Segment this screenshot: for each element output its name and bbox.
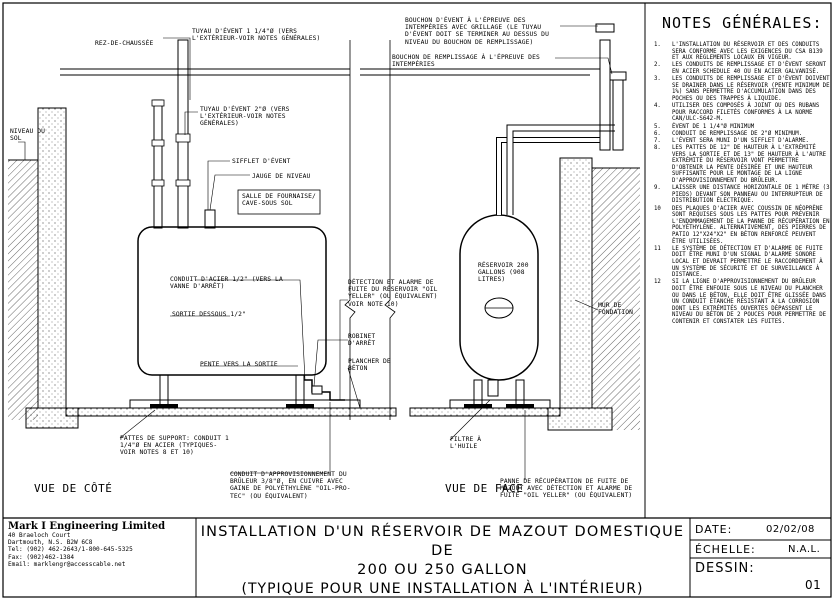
drawing-title-line3: (TYPIQUE POUR UNE INSTALLATION À L'INTÉR… <box>241 581 644 597</box>
company-address-line2: Dartmouth, N.S. B2W 6C8 <box>8 539 93 547</box>
label-fill-cap: BOUCHON DE REMPLISSAGE À L'ÉPREUVE DES I… <box>392 54 540 69</box>
note-number: 1. <box>654 42 661 48</box>
note-number: 10 <box>654 205 661 212</box>
note-number: 3. <box>654 76 661 83</box>
foundation-wall-right <box>559 157 593 409</box>
label-oil-filter: FILTRE À L'HUILE <box>450 436 482 451</box>
label-vent-pipe: TUYAU D'ÉVENT 1 1/4"Ø (VERS L'EXTÉRIEUR-… <box>192 28 321 43</box>
note-text: L'ÉVENT SERA MUNI D'UN SIFFLET D'ALARME. <box>672 137 809 144</box>
notes-list: 1. L'INSTALLATION DU RÉSERVOIR ET DES CON… <box>650 42 830 326</box>
label-level-gauge: JAUGE DE NIVEAU <box>252 173 311 180</box>
note-number: 9. <box>654 185 661 192</box>
label-concrete-floor: PLANCHER DE BÉTON <box>348 358 391 373</box>
drawing-title-line1: INSTALLATION D'UN RÉSERVOIR DE MAZOUT DO… <box>200 524 685 559</box>
foundation-wall-left <box>37 107 67 409</box>
note-text: ÉVENT DE 1 1/4"Ø MINIMUM <box>672 123 755 130</box>
label-ground-level: NIVEAU DU SOL <box>10 128 46 143</box>
note-text: LE SYSTÈME DE DÉTECTION ET D'ALARME DE F… <box>672 245 823 279</box>
label-leak-detection: DÉTECTION ET ALARME DE FUITE DU RÉSERVOI… <box>348 279 438 308</box>
company-fax: Fax: (902)462-1384 <box>8 553 75 561</box>
note-item: 5. ÉVENT DE 1 1/4"Ø MINIMUM <box>650 124 830 131</box>
note-number: 5. <box>654 123 661 130</box>
furnace-room-box <box>237 189 321 215</box>
date-value: 02/02/08 <box>766 524 815 535</box>
note-text: DES PLAQUES D'ACIER AVEC COUSSIN DE NÉOP… <box>672 205 830 245</box>
note-text: LES PATTES DE 12" DE HAUTEUR À L'EXTRÉMI… <box>672 145 827 185</box>
note-text: LES CONDUITS DE REMPLISSAGE ET D'ÉVENT S… <box>672 62 827 75</box>
note-item: 1. L'INSTALLATION DU RÉSERVOIR ET DES CON… <box>650 42 830 62</box>
label-furnace-room: SALLE DE FOURNAISE/ CAVE-SOUS SOL <box>242 193 316 208</box>
tank-side <box>137 226 327 376</box>
note-text: UTILISER DES COMPOSÉS À JOINT OU DES RUB… <box>672 103 820 123</box>
label-ground-floor: REZ-DE-CHAUSSÉE <box>95 40 154 47</box>
note-item: 12 SI LA LIGNE D'APPROVISIONNEMENT DU BRÛ… <box>650 279 830 325</box>
note-item: 3. LES CONDUITS DE REMPLISSAGE ET D'ÉVENT… <box>650 76 830 102</box>
note-text: LES CONDUITS DE REMPLISSAGE ET D'ÉVENT D… <box>672 76 830 102</box>
note-text: LAISSER UNE DISTANCE HORIZONTALE DE 1 MÈ… <box>672 185 830 205</box>
note-text: L'INSTALLATION DU RÉSERVOIR ET DES CONDU… <box>672 42 823 62</box>
note-text: CONDUIT DE REMPLISSAGE DE 2"Ø MINIMUM. <box>672 130 803 137</box>
concrete-floor-side <box>65 407 397 417</box>
company-address-line1: 40 Braeloch Court <box>8 532 71 539</box>
note-item: 10 DES PLAQUES D'ACIER AVEC COUSSIN DE NÉ… <box>650 206 830 246</box>
notes-title: NOTES GÉNÉRALES: <box>662 14 823 32</box>
side-view <box>8 37 397 474</box>
note-number: 7. <box>654 137 661 144</box>
drawing-title-line2: 200 OU 250 GALLON <box>357 562 528 578</box>
note-item: 8. LES PATTES DE 12" DE HAUTEUR À L'EXTRÉ… <box>650 145 830 185</box>
label-foundation-wall: MUR DE FONDATION <box>598 302 634 317</box>
scale-label: ÉCHELLE: <box>695 543 756 556</box>
note-number: 11 <box>654 245 661 252</box>
note-text: SI LA LIGNE D'APPROVISIONNEMENT DU BRÛLE… <box>672 279 827 325</box>
note-number: 4. <box>654 103 661 110</box>
label-support-legs: PATTES DE SUPPORT: CONDUIT 1 1/4"Ø EN AC… <box>120 435 229 457</box>
title-block: INSTALLATION D'UN RÉSERVOIR DE MAZOUT DO… <box>200 523 685 599</box>
front-view <box>360 23 640 480</box>
note-number: 12 <box>654 279 661 286</box>
note-number: 8. <box>654 145 661 152</box>
view-title-front: VUE DE FACE <box>445 482 524 495</box>
label-drip-pan: PANNE DE RÉCUPÉRATION DE FUITE DE MAZOUT… <box>500 478 633 500</box>
view-title-side: VUE DE CÔTÉ <box>34 482 113 495</box>
label-top-outlet: SORTIE DESSOUS 1/2" <box>172 311 246 318</box>
label-fill-pipe: TUYAU D'ÉVENT 2"Ø (VERS L'EXTÉRIEUR-VOIR… <box>200 106 290 128</box>
company-tel: Tel: (902) 462-2643/1-800-645-5325 <box>8 546 133 554</box>
drawing-label: DESSIN: <box>695 561 755 576</box>
concrete-floor-front <box>409 407 561 417</box>
label-steel-pipe: CONDUIT D'ACIER 1/2" (VERS LA VANNE D'AR… <box>170 276 283 291</box>
note-item: 4. UTILISER DES COMPOSÉS À JOINT OU DES R… <box>650 103 830 123</box>
note-number: 2. <box>654 62 661 69</box>
date-label: DATE: <box>695 523 733 536</box>
label-tank-capacity: RÉSERVOIR 200 GALLONS (908 LITRES) <box>478 262 529 284</box>
note-item: 11 LE SYSTÈME DE DÉTECTION ET D'ALARME DE… <box>650 246 830 279</box>
note-item: 9. LAISSER UNE DISTANCE HORIZONTALE DE 1 … <box>650 185 830 205</box>
note-item: 7. L'ÉVENT SERA MUNI D'UN SIFFLET D'ALARM… <box>650 138 830 145</box>
label-vent-cap: BOUCHON D'ÉVENT À L'ÉPREUVE DES INTEMPÉR… <box>405 17 549 46</box>
company-block: Mark I Engineering Limited 40 Braeloch C… <box>8 521 193 568</box>
note-item: 6. CONDUIT DE REMPLISSAGE DE 2"Ø MINIMUM. <box>650 131 830 138</box>
company-name: Mark I Engineering Limited <box>8 521 166 532</box>
label-shutoff-valve: ROBINET D'ARRÊT <box>348 333 376 348</box>
company-email: Email: marklengr@accesscable.net <box>8 560 126 568</box>
label-slope-outlet: PENTE VERS LA SORTIE <box>200 361 278 368</box>
drawing-number: 01 <box>805 578 822 592</box>
label-vent-whistle: SIFFLET D'ÉVENT <box>232 158 291 165</box>
label-supply-line: CONDUIT D'APPROVISIONNEMENT DU BRÛLEUR 3… <box>230 471 351 500</box>
note-number: 6. <box>654 130 661 137</box>
note-item: 2. LES CONDUITS DE REMPLISSAGE ET D'ÉVENT… <box>650 62 830 75</box>
scale-value: N.A.L. <box>788 544 821 555</box>
